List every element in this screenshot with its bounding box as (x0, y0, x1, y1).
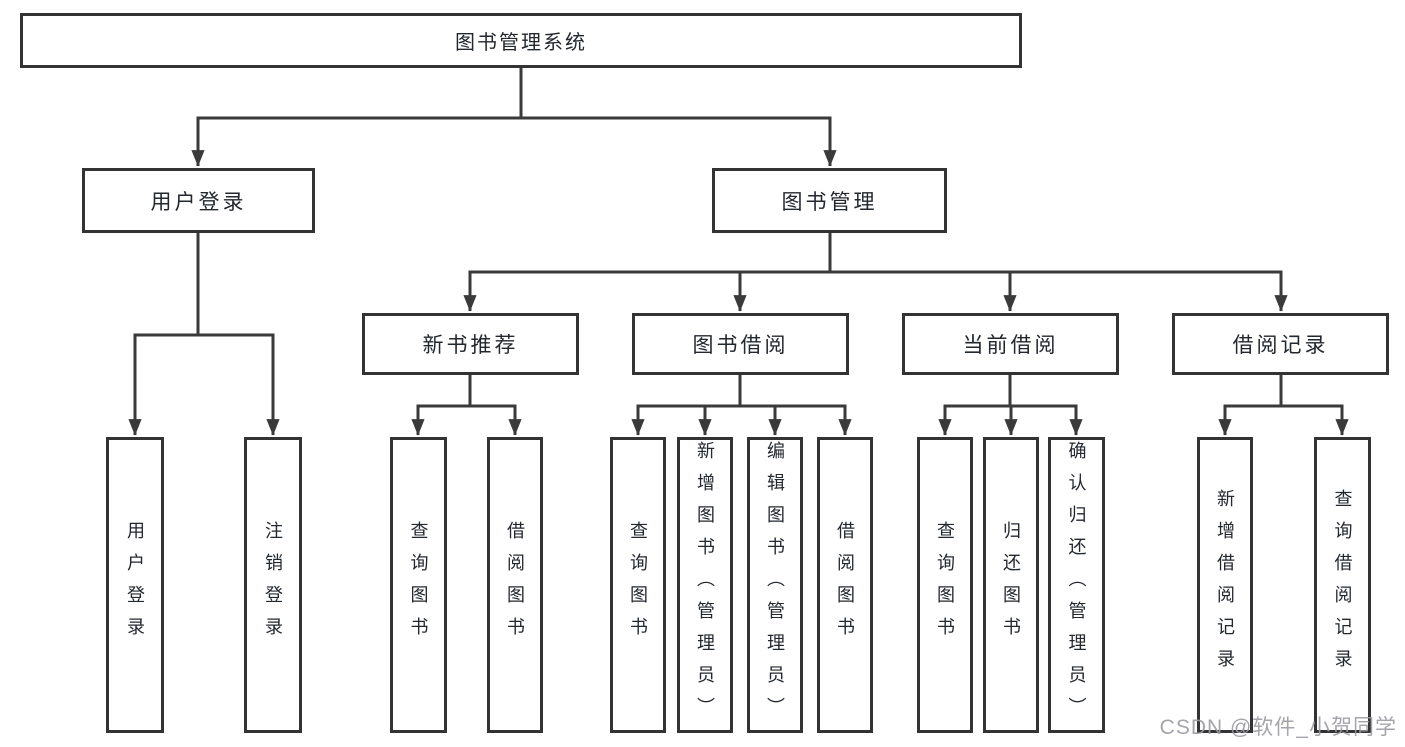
leaf-confirm-return-admin-label: 确认归还（管理员） (1066, 441, 1087, 729)
node-new-book-recommendation: 新书推荐 (362, 313, 579, 375)
node-library-system: 图书管理系统 (20, 13, 1022, 68)
leaf-query-books-2-label: 查询图书 (628, 521, 648, 649)
leaf-edit-books-admin: 编辑图书（管理员） (747, 437, 803, 733)
leaf-query-books-2: 查询图书 (610, 437, 666, 733)
leaf-return-books-label: 归还图书 (1001, 521, 1021, 649)
node-current-borrowing-label: 当前借阅 (962, 334, 1059, 357)
connector-recommendation-bar (418, 375, 515, 408)
leaf-query-books-1: 查询图书 (390, 437, 447, 733)
leaf-add-books-admin-label: 新增图书（管理员） (695, 441, 715, 729)
leaf-edit-books-admin-label: 编辑图书（管理员） (765, 441, 785, 729)
leaf-logout-login: 注销登录 (244, 437, 302, 733)
leaf-user-login-label: 用户登录 (125, 521, 145, 649)
leaf-add-borrow-record-label: 新增借阅记录 (1215, 489, 1235, 681)
connector-root-bar (198, 68, 830, 120)
node-book-management-label: 图书管理 (781, 190, 878, 214)
node-library-system-label: 图书管理系统 (455, 32, 587, 54)
node-book-borrowing: 图书借阅 (632, 313, 849, 375)
leaf-user-login: 用户登录 (106, 437, 164, 733)
leaf-borrow-books-1: 借阅图书 (487, 437, 543, 733)
node-user-login-label: 用户登录 (150, 190, 247, 214)
leaf-query-borrow-record-label: 查询借阅记录 (1332, 489, 1353, 681)
node-book-management: 图书管理 (712, 168, 947, 233)
leaf-query-borrow-record: 查询借阅记录 (1314, 437, 1371, 733)
node-user-login: 用户登录 (82, 168, 315, 233)
connector-records-bar (1225, 375, 1342, 408)
leaf-confirm-return-admin: 确认归还（管理员） (1048, 437, 1105, 733)
node-new-book-recommendation-label: 新书推荐 (422, 334, 519, 357)
leaf-add-borrow-record: 新增借阅记录 (1197, 437, 1253, 733)
leaf-logout-login-label: 注销登录 (263, 521, 283, 649)
leaf-borrow-books-2: 借阅图书 (817, 437, 873, 733)
leaf-query-books-1-label: 查询图书 (408, 521, 429, 649)
node-borrowing-records-label: 借阅记录 (1232, 334, 1329, 357)
node-borrowing-records: 借阅记录 (1172, 313, 1389, 375)
leaf-return-books: 归还图书 (983, 437, 1039, 733)
connector-borrowing-bar (638, 375, 845, 408)
connector-book-management-bar (470, 233, 1281, 274)
csdn-watermark: CSDN @软件_小贺同学 (1159, 716, 1397, 739)
leaf-borrow-books-2-label: 借阅图书 (835, 521, 855, 649)
leaf-query-books-3: 查询图书 (917, 437, 973, 733)
connector-current-borrowing-bar (945, 375, 1076, 408)
leaf-query-books-3-label: 查询图书 (935, 521, 955, 649)
node-current-borrowing: 当前借阅 (902, 313, 1119, 375)
node-book-borrowing-label: 图书借阅 (692, 334, 789, 357)
leaf-borrow-books-1-label: 借阅图书 (505, 521, 525, 649)
connector-user-login-bar (135, 233, 273, 337)
leaf-add-books-admin: 新增图书（管理员） (677, 437, 733, 733)
